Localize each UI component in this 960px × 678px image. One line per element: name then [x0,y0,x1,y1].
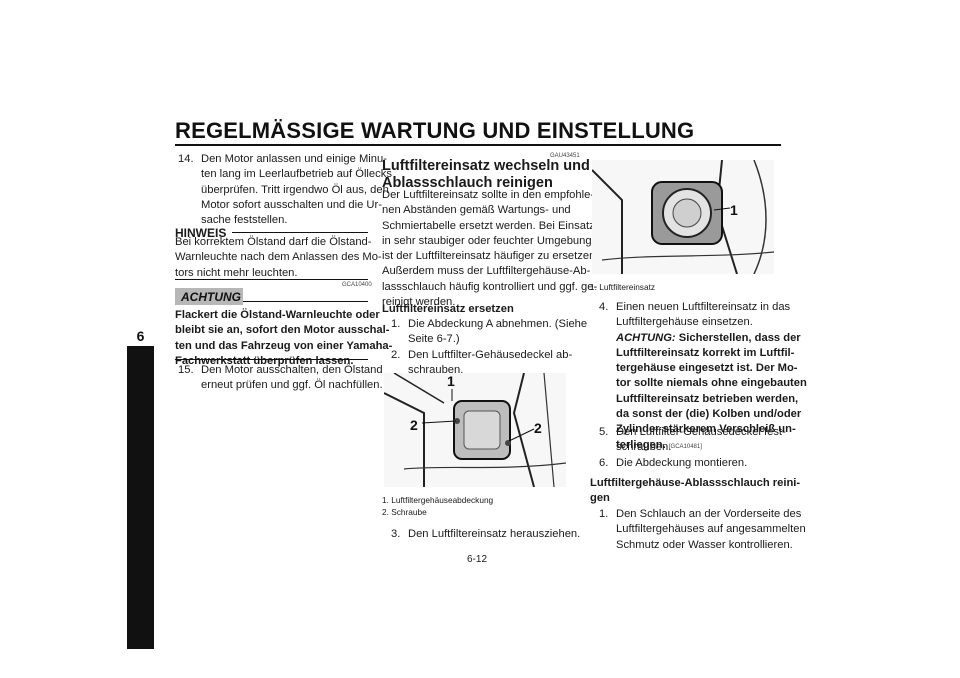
step-number: 6. [599,457,609,469]
callout-2b: 2 [534,420,542,436]
chapter-tab [127,346,154,649]
step-line: ten lang im Leerlaufbetrieb auf Öllecks [201,168,392,181]
step-warning-line: da sonst der (die) Kolben und/oder [616,408,802,421]
intro-line: Außerdem muss der Luftfiltergehäuse-Ab- [382,265,591,278]
step-line: Den Luftfilter-Gehäusedeckel ab- [408,349,573,361]
page-number: 6-12 [467,554,488,565]
hinweis-rule [232,232,368,233]
step-warning-line: ACHTUNG: Sicherstellen, dass der [616,331,807,346]
intro-line: reinigt werden. [382,296,456,309]
step-line: Motor sofort ausschalten und die Ur- [201,198,382,211]
illustration-svg: 1 [591,159,775,275]
caption-line: 2. Schraube [382,507,427,517]
reference-code: GCA10400 [342,282,372,288]
section-heading: Luftfiltereinsatz wechseln und Ablasssch… [382,158,590,192]
subheading-line: Luftfiltergehäuse-Ablassschlauch reini- [590,477,801,489]
step-warning-line: terliegen. [GCA10481] [616,438,807,455]
step-number: 5. [599,426,609,438]
step-warning-line: Luftfiltereinsatz betrieben werden, [616,392,799,405]
step-warning-line: tergehäuse eingesetzt ist. Der Mo- [616,362,798,375]
step-line: Die Abdeckung montieren. [616,457,748,469]
figure-caption: 1. Luftfiltereinsatz [590,282,656,292]
step-line: Seite 6-7.) [408,333,460,346]
warning-text: Sicherstellen, dass der [678,331,801,344]
callout-2a: 2 [410,417,418,433]
step-line: erneut prüfen und ggf. Öl nachfüllen. [201,379,383,392]
achtung-label: ACHTUNG [181,290,241,304]
step-line: Den Schlauch an der Vorderseite des [616,508,802,520]
step-line: Den Motor ausschalten, den Ölstand [201,364,383,376]
achtung-end-rule [175,359,368,360]
page-title: REGELMÄSSIGE WARTUNG UND EINSTELLUNG [175,118,695,143]
heading-line: Luftfiltereinsatz wechseln und [382,158,590,174]
step-line: sache feststellen. [201,214,288,227]
intro-line: in sehr staubiger oder feuchter Umgebung [382,234,592,247]
achtung-text: Flackert die Ölstand-Warnleuchte oder bl… [175,308,392,369]
warning-text: terliegen. [616,438,666,451]
air-filter-element-illustration: 1 [591,159,775,275]
step-line: Schmutz oder Wasser kontrollieren. [616,538,793,551]
caption-line: 1. Luftfiltergehäuseabdeckung [382,495,494,505]
step-number: 4. [599,301,609,313]
reference-code: GAU43451 [550,153,580,159]
step-line: Den Motor anlassen und einige Minu- [201,153,387,165]
hinweis-line: Warnleuchte nach dem Anlassen des Mo- [175,251,382,264]
achtung-line: bleibt sie an, sofort den Motor ausschal… [175,324,390,337]
step-line: Luftfiltergehäuses auf angesammelten [616,523,806,536]
step-warning-line: Zylinder stärkerem Verschleiß un- [616,423,796,436]
reference-code: [GCA10481] [668,443,702,450]
step-line: Die Abdeckung A abnehmen. (Siehe [408,318,588,330]
achtung-line: Fachwerkstatt überprüfen lassen. [175,354,354,367]
step-number: 1. [599,508,609,520]
intro-line: lassschlauch häufig kontrolliert und ggf… [382,280,598,293]
step-warning-line: tor sollte niemals ohne eingebauten [616,377,807,390]
title-rule [175,144,781,146]
achtung-badge [175,288,243,305]
step-number: 14. [178,153,194,165]
step-line: Den Luftfilter-Gehäusedeckel fest- [616,426,786,438]
step-number: 15. [178,364,194,376]
intro-line: Schmiertabelle ersetzt werden. Bei Einsa… [382,219,595,232]
step-line: Luftfiltergehäuse einsetzen. [616,316,753,329]
step-line: Den Luftfiltereinsatz herausziehen. [408,528,581,540]
step-line: Einen neuen Luftfiltereinsatz in das [616,301,791,313]
step-number: 1. [391,318,401,330]
hinweis-line: tors nicht mehr leuchten. [175,266,298,279]
step-number: 3. [391,528,401,540]
callout-1: 1 [447,373,455,389]
figure-caption: 1. Luftfiltergehäuseabdeckung 2. Schraub… [382,494,493,518]
hinweis-text: Bei korrektem Ölstand darf die Ölstand- … [175,235,382,281]
achtung-rule [243,301,368,302]
step-line: schrauben. [616,441,672,454]
hinweis-end-rule [175,279,368,280]
step-warning-line: Luftfiltereinsatz korrekt im Luftfil- [616,346,795,359]
intro-line: nen Abständen gemäß Wartungs- und [382,204,571,217]
intro-paragraph: Der Luftfiltereinsatz sollte in den empf… [382,188,598,310]
illustration-svg: 1 2 2 [383,372,567,488]
chapter-number: 6 [136,328,145,344]
callout-1: 1 [730,202,738,218]
step-number: 2. [391,349,401,361]
intro-line: Der Luftfiltereinsatz sollte in den empf… [382,189,595,201]
subheading: Luftfiltereinsatz ersetzen [382,303,514,315]
hinweis-heading: HINWEIS [175,226,227,240]
step-line: überprüfen. Tritt irgendwo Öl aus, den [201,183,389,196]
hinweis-line: Bei korrektem Ölstand darf die Ölstand- [175,236,372,248]
achtung-inline-label: ACHTUNG: [616,331,676,344]
heading-line: Ablassschlauch reinigen [382,175,553,191]
achtung-line: ten und das Fahrzeug von einer Yamaha- [175,339,393,352]
subheading: Luftfiltergehäuse-Ablassschlauch reini- … [590,476,800,507]
subheading-line: gen [590,492,610,505]
achtung-line: Flackert die Ölstand-Warnleuchte oder [175,309,380,321]
air-filter-cover-illustration: 1 2 2 [383,372,567,488]
intro-line: ist der Luftfiltereinsatz häufiger zu er… [382,250,599,263]
